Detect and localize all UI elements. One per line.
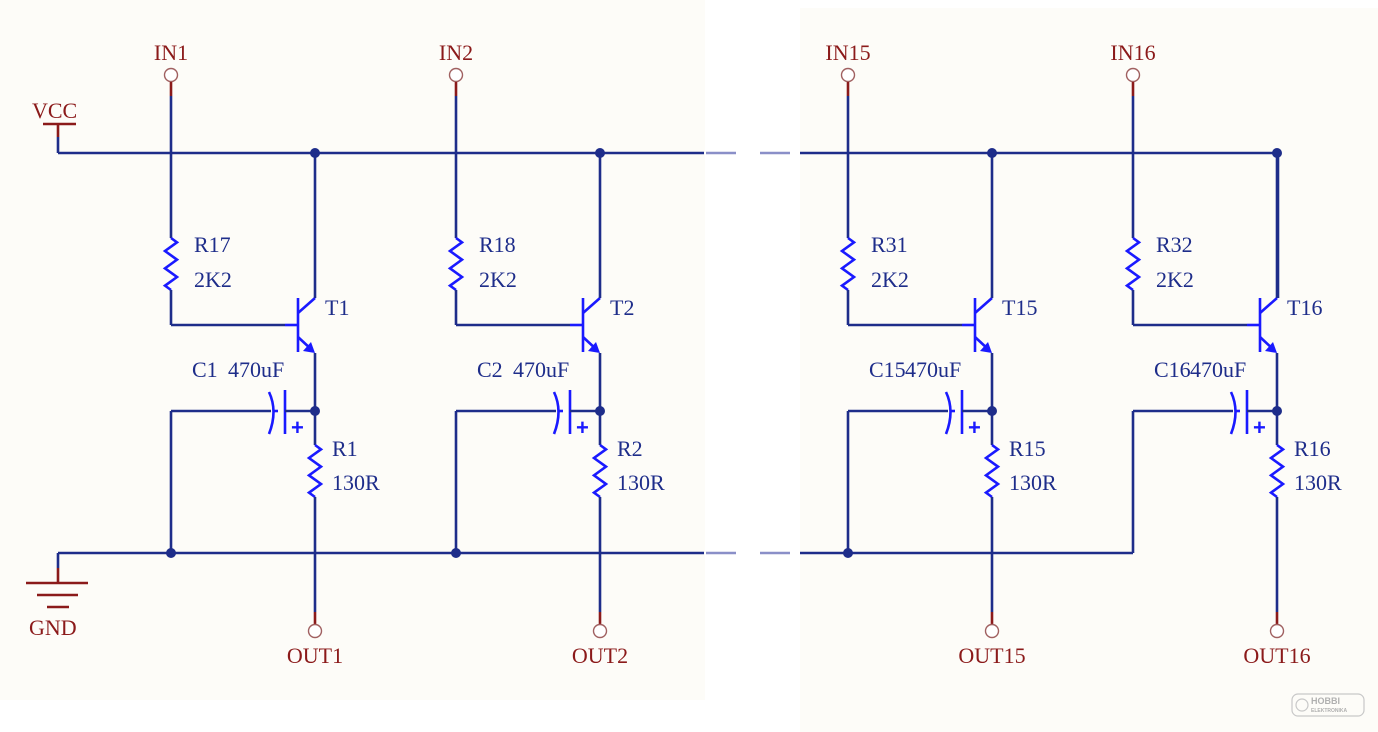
capacitor-polarity-mark: + [291,415,304,440]
transistor-label: T16 [1287,295,1322,320]
capacitor-label: C1 [192,357,218,382]
output-port[interactable] [592,623,608,639]
bias-resistor-symbol [1124,236,1142,292]
input-label: IN15 [825,40,870,65]
bias-resistor-label: R17 [194,232,231,257]
transistor-label: T1 [325,295,349,320]
bias-resistor-symbol [162,236,180,292]
capacitor-value: 470uF [228,357,284,382]
input-port[interactable] [840,67,856,83]
emitter-resistor-value: 130R [1294,470,1342,495]
capacitor-polarity-mark: + [1253,415,1266,440]
capacitor-label: C2 [477,357,503,382]
bias-resistor-symbol [447,236,465,292]
bias-resistor-label: R31 [871,232,908,257]
left-panel-background [0,0,705,700]
transistor-label: T15 [1002,295,1037,320]
emitter-resistor-value: 130R [1009,470,1057,495]
npn-transistor-symbol [285,297,316,353]
bias-resistor-value: 2K2 [479,267,517,292]
emitter-resistor-value: 130R [332,470,380,495]
output-label: OUT15 [958,643,1025,668]
junction-dot [310,148,320,158]
output-port[interactable] [307,623,323,639]
junction-dot [166,548,176,558]
capacitor-label: C16 [1154,357,1191,382]
watermark-text: HOBBI [1311,696,1340,706]
hobbi-watermark-logo: HOBBI ELEKTRONIKA [1291,693,1365,717]
junction-dot [595,406,605,416]
capacitor-polarity-mark: + [968,415,981,440]
emitter-resistor-label: R15 [1009,436,1046,461]
output-port[interactable] [984,623,1000,639]
capacitor-value: 470uF [905,357,961,382]
output-label: OUT2 [572,643,628,668]
junction-dot [451,548,461,558]
bias-resistor-value: 2K2 [871,267,909,292]
vcc-label: VCC [32,98,77,123]
gnd-symbol: GND [26,553,88,640]
npn-transistor-symbol [1247,297,1278,353]
input-port[interactable] [448,67,464,83]
capacitor-value: 470uF [1190,357,1246,382]
input-port[interactable] [163,67,179,83]
output-label: OUT1 [287,643,343,668]
watermark-subtext: ELEKTRONIKA [1311,708,1348,714]
input-port[interactable] [1125,67,1141,83]
emitter-resistor-value: 130R [617,470,665,495]
transistor-label: T2 [610,295,634,320]
gnd-label: GND [29,615,77,640]
junction-dot [1272,406,1282,416]
bias-resistor-label: R18 [479,232,516,257]
input-label: IN2 [439,40,473,65]
bias-resistor-value: 2K2 [1156,267,1194,292]
npn-transistor-symbol [570,297,601,353]
junction-dot [310,406,320,416]
right-panel-background [800,8,1378,732]
capacitor-label: C15 [869,357,906,382]
junction-dot [987,148,997,158]
junction-dot [595,148,605,158]
emitter-resistor-label: R16 [1294,436,1331,461]
emitter-resistor-label: R1 [332,436,358,461]
emitter-resistor-label: R2 [617,436,643,461]
input-label: IN1 [154,40,188,65]
junction-dot [987,406,997,416]
capacitor-polarity-mark: + [576,415,589,440]
bias-resistor-value: 2K2 [194,267,232,292]
capacitor-value: 470uF [513,357,569,382]
npn-transistor-symbol [962,297,993,353]
bias-resistor-symbol [839,236,857,292]
junction-dot [843,548,853,558]
bias-resistor-label: R32 [1156,232,1193,257]
output-label: OUT16 [1243,643,1310,668]
vcc-symbol: VCC [32,98,77,153]
input-label: IN16 [1110,40,1155,65]
output-port[interactable] [1269,623,1285,639]
